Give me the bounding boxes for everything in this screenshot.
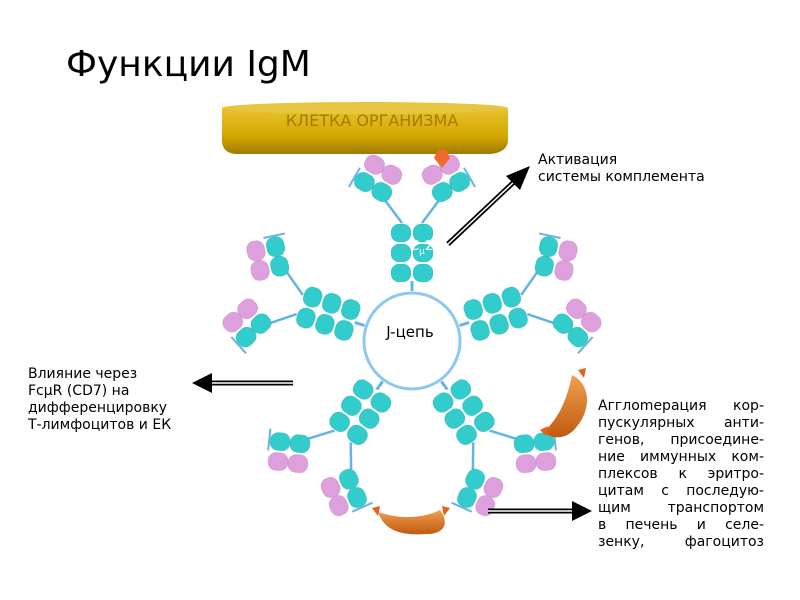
igm-monomer [432,379,557,517]
cell-label: КЛЕТКА ОРГАНИЗМА [286,111,459,130]
j-chain-ring [362,291,462,391]
igm-pentamer [222,154,602,517]
igm-monomer [222,232,365,355]
igm-monomer [348,154,476,291]
cell-binding-site [434,150,450,168]
domain-label: Cμ2 [410,239,433,257]
j-chain-label: J-цепь [385,323,433,341]
igm-monomer [267,379,392,517]
influence-arrow [192,373,293,393]
activation-text: Активация системы комплемента [538,152,705,185]
agglomeration-arrow [488,501,592,521]
organism-cell: КЛЕТКА ОРГАНИЗМА [222,102,508,154]
activation-arrow [446,166,530,246]
igm-monomer [459,232,602,355]
antigen-right [540,368,588,438]
influence-text: Влияние через FcμR (CD7) на дифференциро… [28,366,172,433]
agglomeration-text: Агглomерация кор- пускулярных анти- гено… [598,398,764,550]
antigen-bottom [372,506,450,535]
page-title: Функции IgM [66,44,311,85]
